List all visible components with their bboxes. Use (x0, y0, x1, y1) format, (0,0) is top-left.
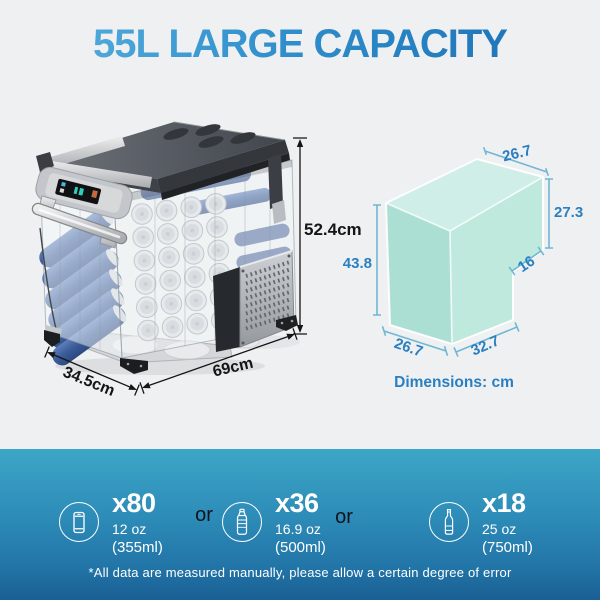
height-label: 52.4cm (304, 220, 362, 239)
illustration-canvas: 52.4cm 69cm 34.5cm 26.7 27.3 16 (31, 121, 583, 400)
interior-left-height-label: 43.8 (343, 255, 372, 272)
capacity-item-cans: x80 12 oz (355ml) (59, 486, 163, 558)
control-panel (35, 166, 133, 220)
fridge-feet (44, 315, 298, 374)
interior-dimension-annotations: 26.7 27.3 16 43.8 26.7 32.7 Dimensions: … (343, 142, 583, 391)
wine-bottle-icon (429, 502, 469, 542)
carry-handle (31, 195, 128, 249)
fridge-lid (36, 121, 290, 200)
separator-or-2: or (335, 506, 353, 528)
separator-or-1: or (195, 504, 213, 526)
capacity-item-bottles: x36 16.9 oz (500ml) (222, 486, 326, 558)
bottle-volume: (500ml) (275, 538, 326, 556)
interior-top-width-label: 26.7 (501, 142, 533, 166)
dimensions-caption: Dimensions: cm (394, 374, 514, 391)
page-title: 55L LARGE CAPACITY (0, 22, 600, 67)
bottle-count: x36 (275, 487, 319, 518)
capacity-band: x80 12 oz (355ml) or x36 16.9 oz (500ml) (0, 449, 600, 600)
compressor-vents (245, 260, 292, 331)
fridge-dimension-annotations: 52.4cm 69cm 34.5cm (44, 137, 362, 400)
bottle-size: 16.9 oz (275, 520, 321, 537)
wine-size: 25 oz (482, 520, 517, 537)
hinge (268, 154, 286, 224)
can-volume: (355ml) (112, 538, 163, 556)
wine-count: x18 (482, 487, 526, 518)
interior-step-label: 16 (515, 253, 538, 276)
fridge-illustration (31, 121, 300, 375)
interior-volume-illustration (385, 158, 544, 345)
water-bottle-icon (222, 502, 262, 542)
wine-volume: (750ml) (482, 538, 533, 556)
interior-right-height-label: 27.3 (554, 204, 583, 221)
can-icon (59, 502, 99, 542)
can-count: x80 (112, 487, 156, 518)
fridge-shadow (55, 357, 265, 375)
cup-recesses (163, 124, 256, 148)
interior-bottom-depth-label: 26.7 (392, 335, 425, 361)
disclaimer-text: *All data are measured manually, please … (88, 565, 512, 580)
capacity-item-wine: x18 25 oz (750ml) (429, 486, 533, 558)
can-size: 12 oz (112, 520, 147, 537)
panel-display (55, 178, 102, 205)
compressor-unit (213, 250, 295, 352)
